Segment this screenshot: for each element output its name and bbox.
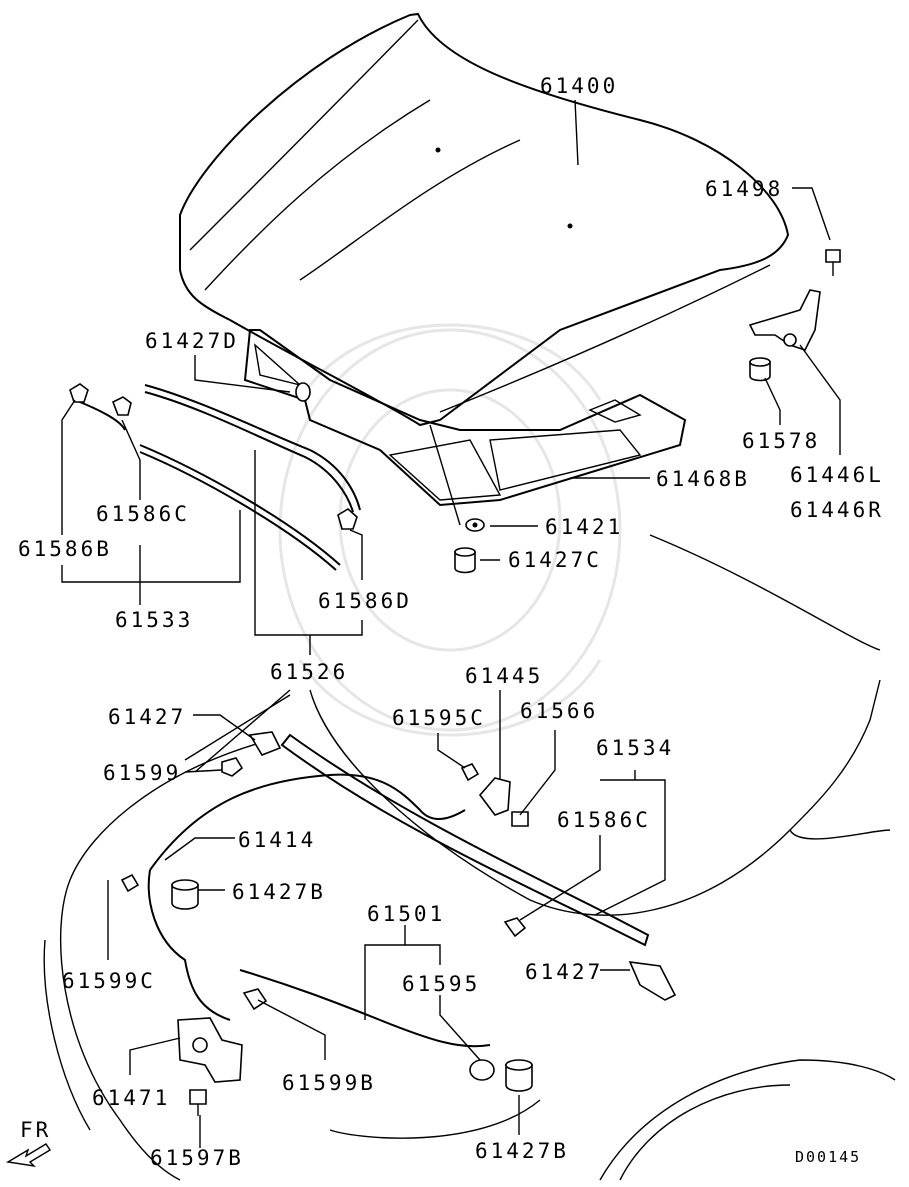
label-61414: 61414 xyxy=(238,828,316,852)
label-61597B: 61597B xyxy=(150,1146,244,1170)
label-61498: 61498 xyxy=(705,177,783,201)
bolt-61597B xyxy=(189,1089,207,1116)
label-61421: 61421 xyxy=(545,515,623,539)
label-61427B-right: 61427B xyxy=(475,1139,569,1163)
grommet-61427B-right xyxy=(505,1059,533,1092)
clip-61599B xyxy=(242,988,268,1011)
label-61400: 61400 xyxy=(540,74,618,98)
label-61427C: 61427C xyxy=(508,548,602,572)
seal-61533 xyxy=(74,399,341,571)
release-cable-61501 xyxy=(239,969,491,1048)
clip-61586C-top xyxy=(111,396,132,416)
latch-61471 xyxy=(177,1017,243,1083)
label-61526: 61526 xyxy=(270,660,348,684)
label-61468B: 61468B xyxy=(656,467,750,491)
label-61595: 61595 xyxy=(402,972,480,996)
label-61566: 61566 xyxy=(520,699,598,723)
bumper-61578 xyxy=(749,357,771,382)
bumper-61427C xyxy=(454,547,476,574)
label-61501: 61501 xyxy=(367,902,445,926)
hood-hinge-61446 xyxy=(748,289,821,351)
clip-61599C xyxy=(120,873,140,893)
label-61533: 61533 xyxy=(115,608,193,632)
clip-61586B xyxy=(69,383,89,403)
cowl-seal-61534 xyxy=(280,733,650,947)
clip-61595C xyxy=(460,763,480,782)
grommet-61427D xyxy=(295,382,311,402)
label-61595C: 61595C xyxy=(392,706,486,730)
label-61599: 61599 xyxy=(103,761,181,785)
label-61586B: 61586B xyxy=(18,537,112,561)
label-61446R: 61446R xyxy=(790,498,884,522)
hood-inner-frame xyxy=(243,329,687,507)
front-label: FR xyxy=(20,1118,51,1142)
clip-61586C-bottom xyxy=(503,917,527,938)
label-61446L: 61446L xyxy=(790,463,884,487)
label-61427-left: 61427 xyxy=(108,705,186,729)
label-61599C: 61599C xyxy=(62,969,156,993)
support-61427-right xyxy=(628,961,677,1001)
grommet-61427B-left xyxy=(171,879,199,910)
bolt-61498 xyxy=(825,249,841,276)
label-61427B-left: 61427B xyxy=(232,880,326,904)
support-61427-left xyxy=(248,731,282,756)
hinge-61445 xyxy=(478,777,511,816)
label-61534: 61534 xyxy=(596,736,674,760)
part-labels: 61400 61498 61427D 61578 61446L 61446R 6… xyxy=(18,74,884,1170)
label-61599B: 61599B xyxy=(282,1071,376,1095)
label-61471: 61471 xyxy=(92,1086,170,1110)
grommet-61595 xyxy=(469,1059,495,1081)
label-61427-right: 61427 xyxy=(525,960,603,984)
front-direction-arrow-icon xyxy=(5,1143,51,1168)
body-outline xyxy=(43,534,896,1181)
diagram-code: D00145 xyxy=(795,1148,861,1166)
front-direction-indicator: FR xyxy=(5,1118,51,1168)
hood-seal-61526 xyxy=(144,384,361,513)
label-61586C-top: 61586C xyxy=(96,502,190,526)
watermark xyxy=(278,323,622,737)
label-61445: 61445 xyxy=(465,664,543,688)
leader-lines xyxy=(61,99,841,1148)
label-61586C-bottom: 61586C xyxy=(557,808,651,832)
label-61578: 61578 xyxy=(742,429,820,453)
label-61427D: 61427D xyxy=(145,329,239,353)
clip-61586D xyxy=(337,508,358,530)
bumper-61421 xyxy=(465,518,485,532)
clip-61599 xyxy=(221,757,244,777)
label-61586D: 61586D xyxy=(318,589,412,613)
release-cable-61414 xyxy=(147,773,466,1021)
hood-panel xyxy=(179,12,790,427)
